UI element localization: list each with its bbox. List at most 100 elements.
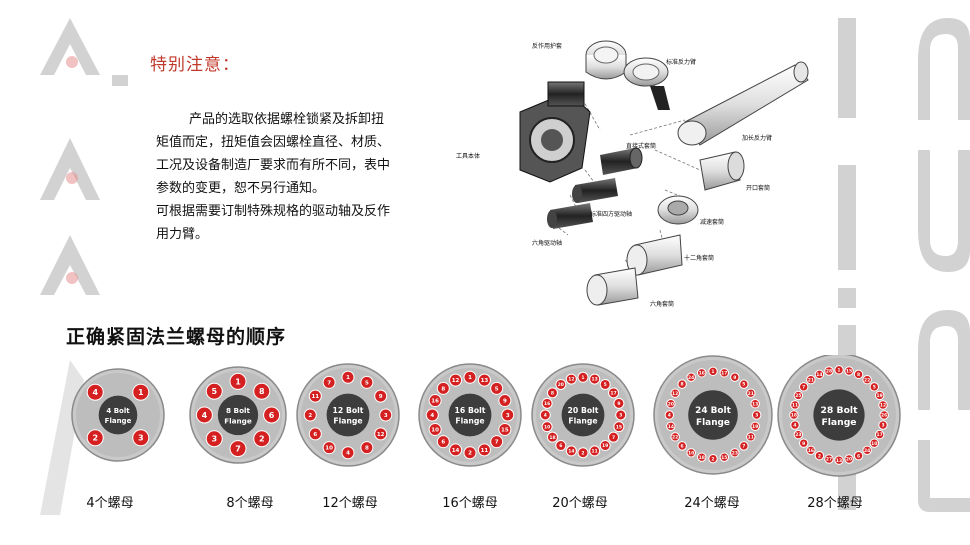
flange-label-line1: 16 Bolt [455, 406, 486, 415]
decor-mark [40, 138, 100, 200]
notice-line: 用力臂。 [156, 227, 209, 242]
bolt-nut [546, 387, 558, 399]
bolt-nut [719, 452, 730, 462]
bolt-order-number: 2 [468, 451, 472, 457]
flange-caption: 24个螺母 [684, 496, 740, 511]
flange-label-line2: Flange [105, 417, 132, 425]
bolt-order-number: 9 [802, 441, 805, 447]
bolt-nut [869, 438, 879, 448]
bolt-order-number: 14 [568, 449, 574, 455]
bolt-nut [498, 394, 512, 408]
bolt-order-number: 28 [826, 369, 832, 375]
bolt-order-number: 14 [816, 372, 822, 378]
bolt-nut [132, 383, 150, 401]
bolt-nut [730, 372, 740, 382]
bolt-nut [436, 435, 450, 449]
bolt-order-number: 16 [544, 401, 550, 407]
bolt-nut [565, 445, 577, 457]
bolt-order-number: 22 [864, 377, 870, 383]
flange-hub [688, 390, 738, 440]
notice-line: 参数的变更，恕不另行通知。 [156, 181, 326, 196]
bolt-order-number: 25 [795, 393, 801, 399]
bolt-nut [428, 422, 442, 436]
flange-label-line1: 4 Bolt [106, 407, 130, 415]
bolt-nut [229, 372, 247, 390]
bolt-nut [449, 373, 463, 387]
bolt-order-number: 4 [346, 451, 350, 457]
bolt-order-number: 10 [871, 441, 877, 447]
bolt-nut [86, 429, 104, 447]
bolt-nut [834, 455, 844, 465]
bolt-nut [793, 429, 804, 440]
bolt-nut [501, 408, 515, 422]
bolt-order-number: 7 [802, 384, 805, 390]
label-direct-socket: 直接式套筒 [626, 142, 656, 150]
bolt-nut [789, 410, 799, 420]
bolt-nut [308, 389, 322, 403]
bolt-order-number: 13 [836, 458, 842, 464]
bolt-nut [608, 431, 620, 443]
bolt-order-number: 3 [619, 413, 622, 419]
bolt-nut [541, 397, 553, 409]
bolt-nut [589, 373, 601, 385]
bolt-order-number: 9 [733, 375, 736, 381]
bolt-nut [844, 454, 854, 464]
bolt-order-number: 3 [211, 435, 217, 444]
bolt-order-number: 6 [313, 432, 317, 438]
sequence-title: 正确紧固法兰螺母的顺序 [66, 326, 287, 348]
bolt-order-number: 8 [259, 387, 265, 396]
bolt-order-number: 1 [468, 375, 472, 381]
bolt-nut [374, 389, 388, 403]
bolt-nut [862, 375, 872, 385]
flange-caption: 28个螺母 [807, 496, 863, 511]
bolt-order-number: 9 [617, 401, 620, 407]
bolt-nut [195, 406, 213, 424]
bolt-nut [799, 438, 809, 448]
bolt-order-number: 17 [877, 432, 883, 438]
bolt-order-number: 8 [441, 386, 445, 392]
flange-caption: 16个螺母 [442, 496, 498, 511]
bolt-nut [599, 440, 611, 452]
bolt-nut [862, 445, 872, 455]
bolt-order-number: 10 [325, 446, 333, 452]
bolt-nut [677, 441, 687, 451]
bolt-nut [670, 388, 680, 398]
bolt-nut [463, 370, 477, 384]
bolt-nut [341, 370, 355, 384]
notice-line: 矩值而定，扭矩值会因螺栓直径、材质、 [156, 135, 391, 150]
bolt-nut [360, 375, 374, 389]
bolt-order-number: 12 [452, 378, 460, 384]
bolt-nut [555, 378, 567, 390]
bolt-nut [664, 410, 675, 420]
bolt-nut [229, 440, 247, 458]
bolt-order-number: 16 [431, 399, 439, 405]
flange-label-line2: Flange [224, 416, 252, 425]
bolt-nut [750, 398, 760, 409]
bolt-order-number: 1 [138, 388, 144, 397]
bolt-nut [565, 373, 577, 385]
bolt-order-number: 1 [235, 377, 241, 386]
bolt-order-number: 19 [877, 393, 883, 399]
bolt-nut [853, 369, 864, 380]
bolt-order-number: 26 [881, 413, 887, 419]
flange-label-line2: Flange [333, 417, 362, 426]
bolt-nut [824, 366, 834, 376]
bolt-order-number: 15 [721, 455, 727, 461]
flange-hub [217, 394, 259, 436]
bolt-nut [750, 421, 760, 432]
bolt-nut [263, 406, 281, 424]
reducer-socket [657, 195, 699, 225]
label-open-socket: 开口套筒 [746, 184, 770, 192]
twelve-point-socket [626, 234, 683, 276]
bolt-nut [428, 394, 442, 408]
bolt-nut [425, 408, 439, 422]
bolt-nut [539, 409, 551, 421]
bolt-nut [696, 368, 707, 378]
bolt-nut [599, 378, 611, 390]
bolt-order-number: 5 [742, 382, 745, 388]
bolt-order-number: 2 [259, 435, 265, 444]
bolt-order-number: 18 [699, 455, 705, 461]
flange-hub [448, 393, 492, 437]
bolt-nut [844, 366, 854, 376]
